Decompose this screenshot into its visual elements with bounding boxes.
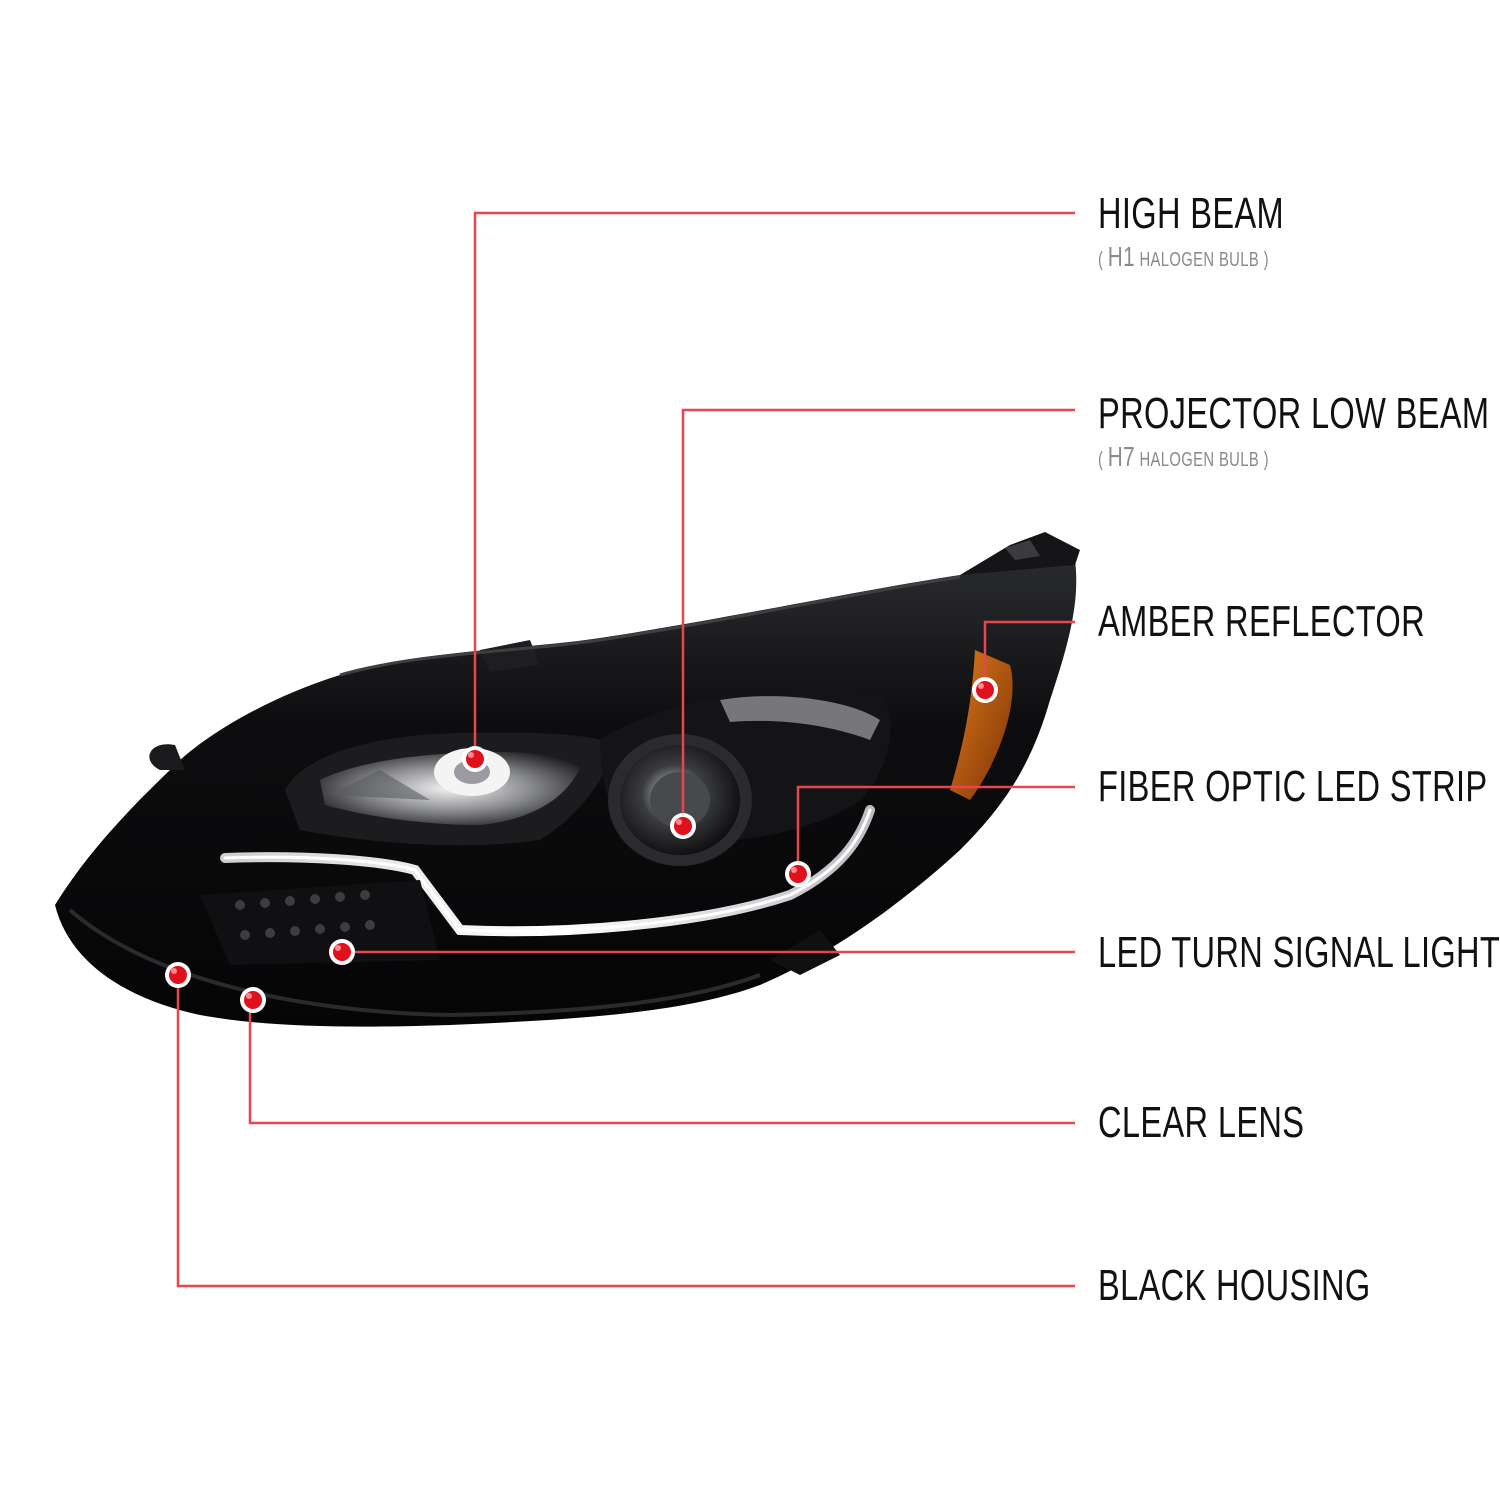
callout-dot-high-beam bbox=[462, 746, 488, 772]
callout-dot-projector-low-beam bbox=[670, 813, 696, 839]
callout-line-projector-low-beam bbox=[681, 408, 1075, 826]
label-high-beam-bulb: ( H1 HALOGEN BULB ) bbox=[1098, 242, 1284, 275]
label-amber-reflector: AMBER REFLECTOR bbox=[1098, 600, 1425, 644]
label-projector-low-beam-title: PROJECTOR LOW BEAM bbox=[1098, 389, 1490, 438]
bulb-paren-open: ( bbox=[1098, 249, 1108, 271]
callout-dot-clear-lens bbox=[240, 987, 266, 1013]
bulb-description: HALOGEN BULB bbox=[1135, 249, 1260, 271]
callout-line-high-beam bbox=[473, 211, 1075, 757]
label-led-turn-signal-light: LED TURN SIGNAL LIGHT bbox=[1098, 931, 1500, 975]
callout-dots bbox=[165, 677, 998, 1013]
callout-line-black-housing bbox=[176, 975, 1075, 1288]
callout-dot-amber-reflector bbox=[972, 677, 998, 703]
callout-line-fiber-optic-led-strip bbox=[796, 785, 1075, 874]
callout-dot-fiber-optic-led-strip bbox=[785, 861, 811, 887]
bulb-paren-close: ) bbox=[1259, 249, 1269, 271]
label-high-beam-title: HIGH BEAM bbox=[1098, 189, 1285, 238]
label-black-housing: BLACK HOUSING bbox=[1098, 1264, 1371, 1308]
label-fiber-optic-led-strip-title: FIBER OPTIC LED STRIP bbox=[1098, 762, 1488, 811]
bulb-type: H7 bbox=[1107, 441, 1136, 472]
label-projector-low-beam-bulb: ( H7 HALOGEN BULB ) bbox=[1098, 442, 1489, 475]
label-led-turn-signal-light-title: LED TURN SIGNAL LIGHT bbox=[1098, 928, 1500, 977]
bulb-description: HALOGEN BULB bbox=[1135, 449, 1260, 471]
bulb-paren-close: ) bbox=[1259, 449, 1269, 471]
label-high-beam: HIGH BEAM ( H1 HALOGEN BULB ) bbox=[1098, 192, 1284, 275]
turn-signal-led-cluster bbox=[200, 880, 440, 965]
label-clear-lens-title: CLEAR LENS bbox=[1098, 1098, 1305, 1147]
projector-assembly bbox=[600, 687, 891, 866]
callout-dot-black-housing bbox=[165, 962, 191, 988]
label-fiber-optic-led-strip: FIBER OPTIC LED STRIP bbox=[1098, 765, 1488, 809]
label-amber-reflector-title: AMBER REFLECTOR bbox=[1098, 597, 1425, 646]
bulb-paren-open: ( bbox=[1098, 449, 1108, 471]
callout-line-amber-reflector bbox=[983, 620, 1075, 690]
callout-lines bbox=[176, 211, 1075, 1288]
bulb-type: H1 bbox=[1107, 241, 1136, 272]
label-projector-low-beam: PROJECTOR LOW BEAM ( H7 HALOGEN BULB ) bbox=[1098, 392, 1489, 475]
fiber-optic-strip bbox=[220, 805, 875, 937]
label-clear-lens: CLEAR LENS bbox=[1098, 1101, 1304, 1145]
label-black-housing-title: BLACK HOUSING bbox=[1098, 1261, 1371, 1310]
high-beam-reflector bbox=[285, 732, 615, 846]
callout-dot-led-turn-signal-light bbox=[329, 939, 355, 965]
callout-line-clear-lens bbox=[248, 1000, 1075, 1125]
